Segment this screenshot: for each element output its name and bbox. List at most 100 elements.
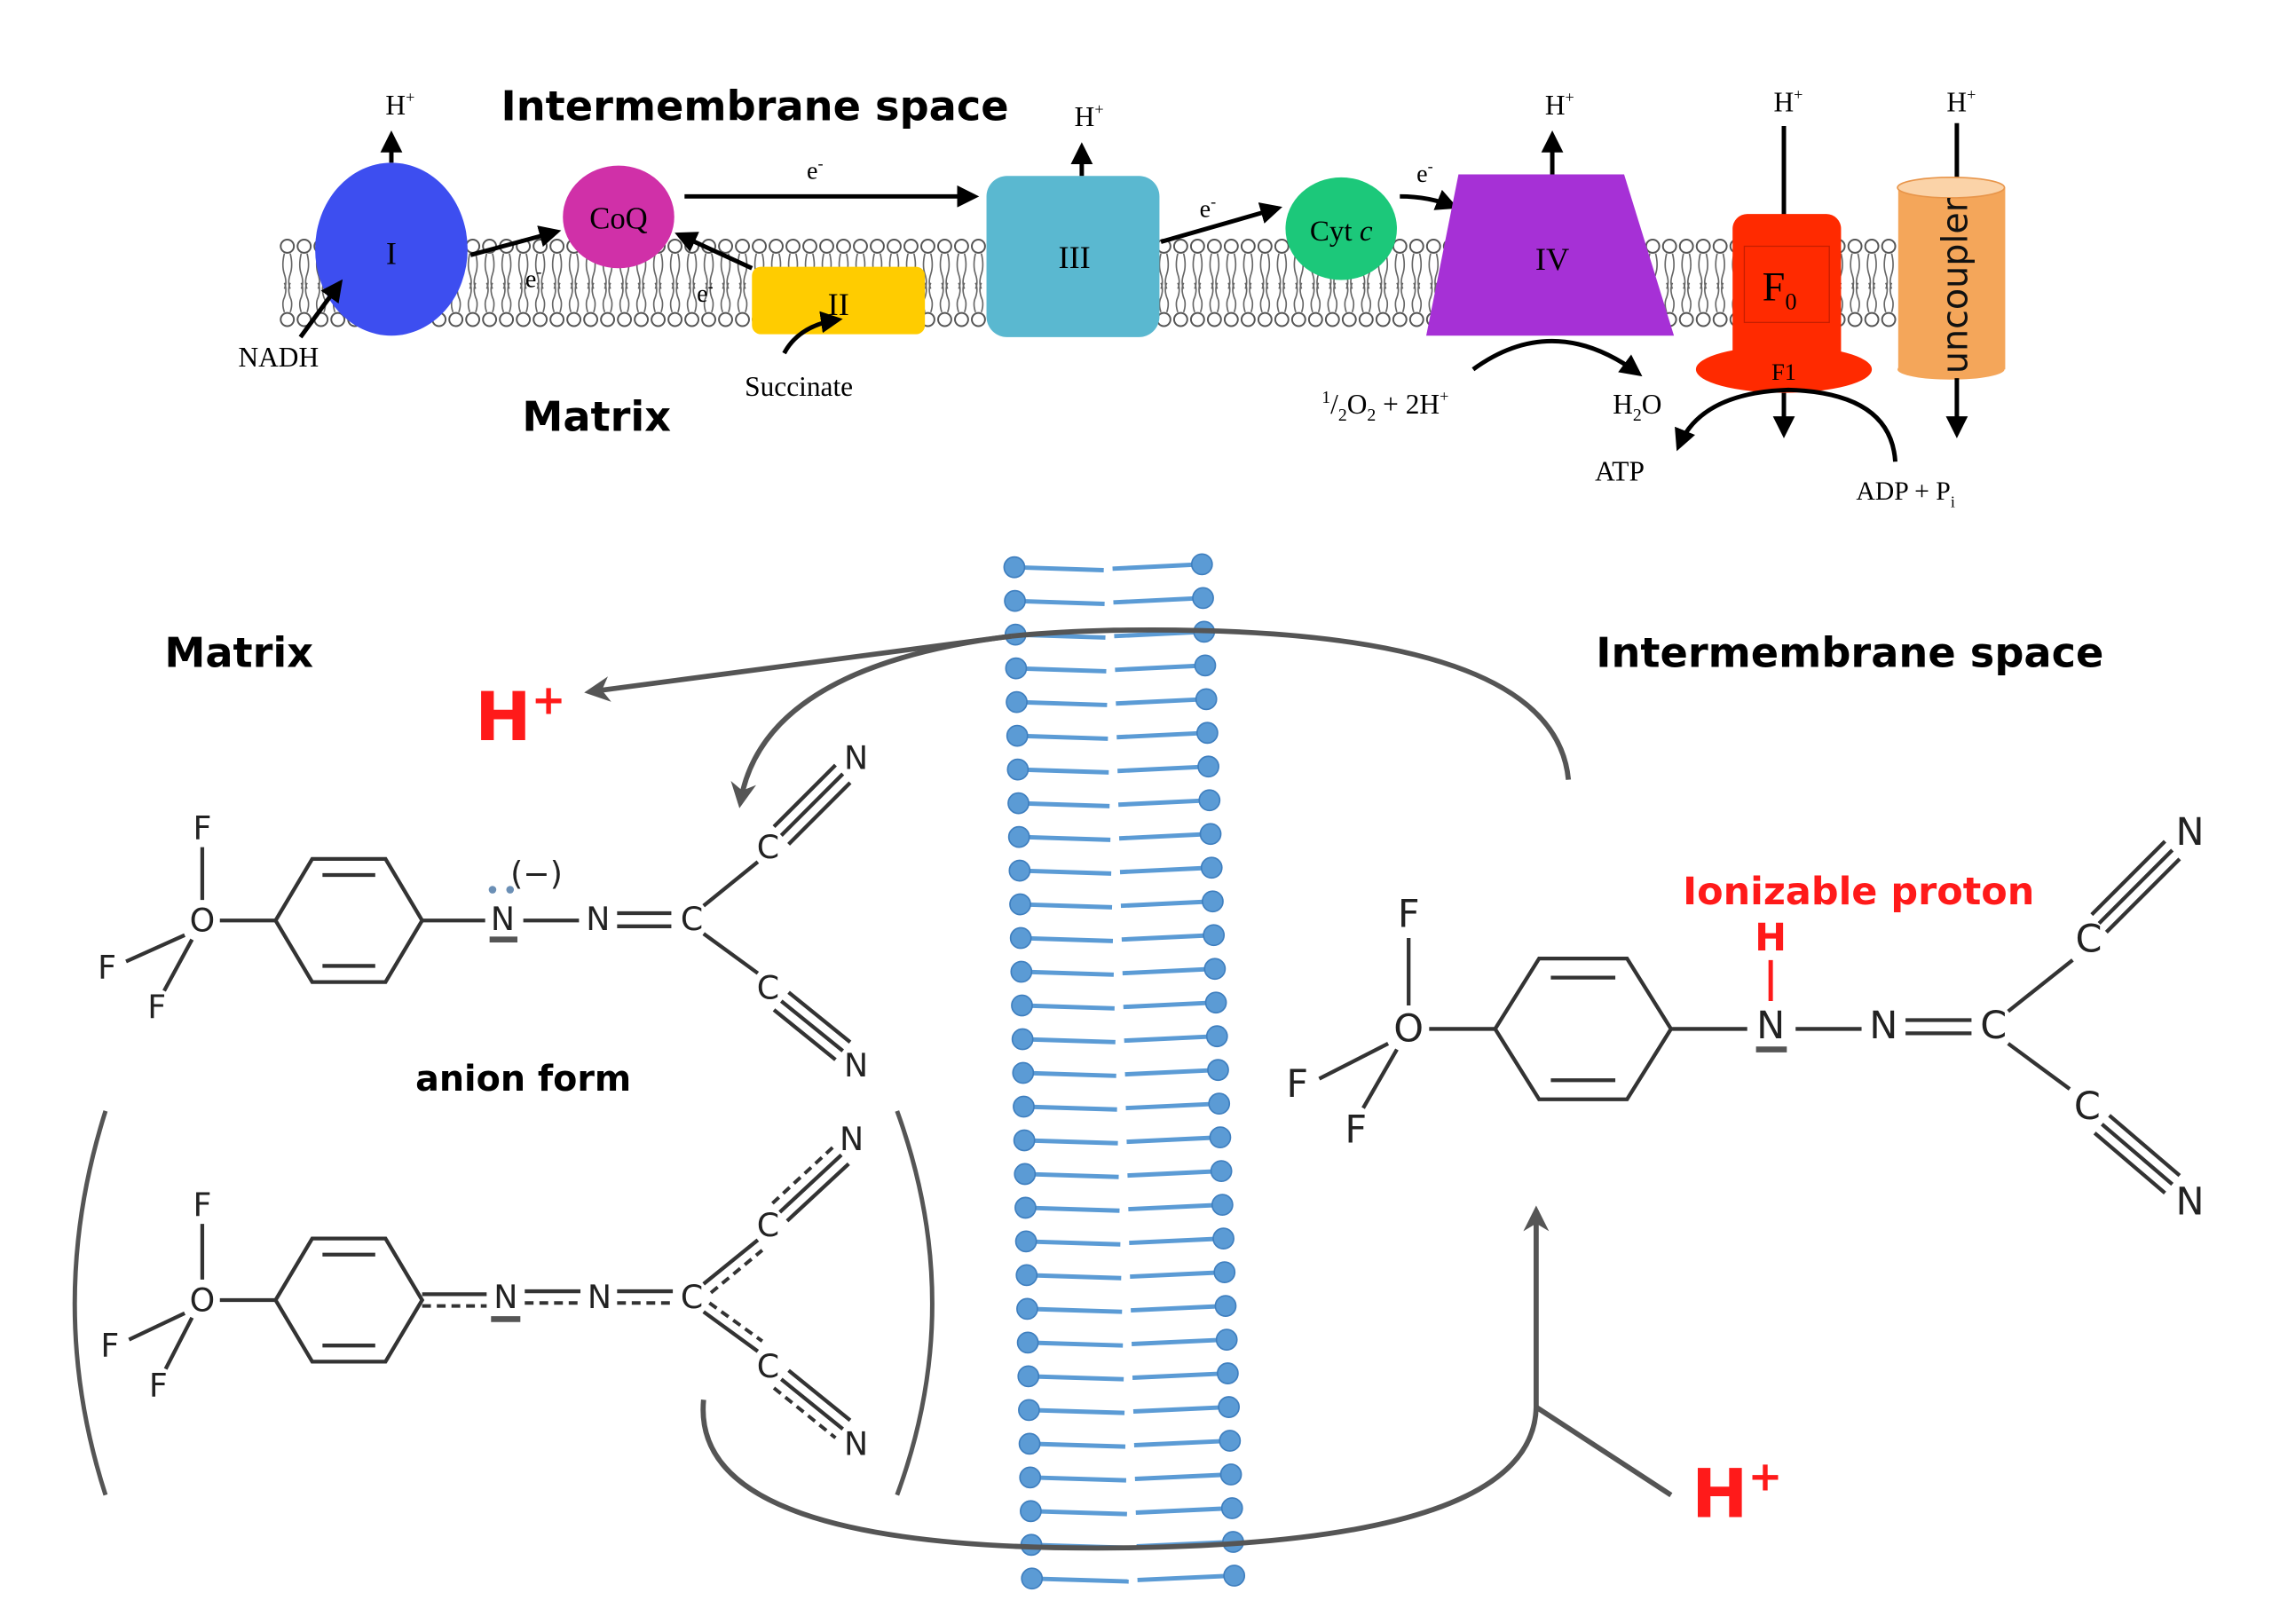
complex-i: I [315,162,468,336]
complex-iv: IV [1426,174,1675,336]
lipid-head [1290,311,1306,327]
h-plus-label-uncoupler: H+ [1946,85,1976,117]
svg-text:F: F [1345,1108,1367,1152]
svg-text:O: O [1393,1006,1424,1051]
svg-text:F: F [147,988,166,1026]
lipid-head [634,311,650,327]
complex-iii-label: III [1058,240,1090,275]
nadh-label: NADH [238,342,319,373]
svg-text:C: C [2074,1084,2101,1129]
lipid-tail [1664,282,1675,313]
f0-label: F0 [1763,265,1797,315]
svg-text:N: N [2175,1179,2204,1224]
lipid-head [1274,239,1290,254]
oxygen-reaction-label: 1/2O2 + 2H+ [1321,388,1448,425]
lipid-tail [1327,282,1338,313]
membrane-lipid-ladder [1003,553,1246,1590]
captured-proton-label: H+ [1692,1453,1782,1533]
lipid-head [1425,239,1441,254]
lipid-molecule [1020,1497,1243,1523]
h-plus-label-atp-synthase: H+ [1774,85,1803,117]
svg-text:C: C [681,1278,703,1316]
lipid-tail [1310,282,1321,313]
lipid-tail [467,282,478,313]
water-label: H2O [1613,389,1661,425]
atp-synthesis-arrow [1675,387,1898,462]
lipid-tail [1698,282,1708,313]
uncoupler-mechanism-panel: Matrix Intermembrane space H+ H+ [72,553,2205,1590]
electron-transport-chain-panel: Intermembrane space Matrix I H+ NADH CoQ… [238,82,2006,510]
svg-text:N: N [840,1120,864,1158]
lipid-tail [1394,282,1406,313]
svg-text:F: F [193,809,211,847]
lipid-molecule [1018,1430,1242,1455]
lipid-tail [298,282,310,313]
lipid-head [296,239,312,254]
coq-label: CoQ [589,201,648,236]
lipid-head [1408,239,1424,254]
electron-arrow-i-to-coq [469,225,562,257]
svg-text:F: F [193,1186,211,1224]
ionizable-proton-label: Ionizable proton [1683,870,2034,914]
lipid-head [769,239,784,254]
lipid-head [532,311,548,327]
svg-text:N: N [844,738,868,777]
lipid-head [1172,239,1188,254]
svg-text:F: F [149,1366,168,1404]
svg-text:N: N [491,900,515,938]
svg-text:N: N [844,1046,868,1084]
fccp-anion-molecule: F O F F N (−) N C C N C N [98,738,868,1084]
electron-label: e- [1200,193,1217,224]
lipid-head [566,311,582,327]
lipid-head [1189,311,1205,327]
lipid-molecule [1006,688,1218,713]
electron-arrow-ii-to-coq [674,232,753,271]
nadh-arrow [298,279,343,339]
lipid-tail [1377,282,1389,313]
svg-text:N: N [2175,810,2204,855]
lipid-head [465,311,481,327]
lipid-head [735,311,750,327]
lipid-molecule [1021,1565,1246,1590]
lipid-head [1695,239,1711,254]
matrix-label: Matrix [522,393,671,441]
svg-text:C: C [1980,1004,2007,1048]
lipid-tail [1850,282,1860,313]
lipid-tail [686,282,698,313]
lipid-tail [619,282,630,313]
intermembrane-space-label: Intermembrane space [1596,628,2103,676]
lipid-molecule [1014,1227,1235,1253]
lipid-head [448,311,464,327]
lipid-head [1661,239,1677,254]
right-bracket [895,1110,935,1496]
lipid-head [1392,239,1408,254]
lipid-head [1172,311,1188,327]
h-plus-label-complex-iv: H+ [1545,89,1574,121]
lipid-head [1375,311,1391,327]
ionizable-hydrogen: H [1755,916,1787,960]
lipid-head [1645,239,1661,254]
lipid-head [549,239,565,254]
lipid-molecule [1013,1092,1231,1118]
lipid-head [667,239,682,254]
proton-uptake-line [1534,1405,1673,1498]
lipid-molecule [1006,721,1219,747]
lipid-molecule [1011,991,1227,1017]
lipid-tail [1276,282,1288,313]
lipid-head [1206,239,1222,254]
svg-text:F: F [1398,893,1420,937]
svg-text:C: C [757,828,779,866]
lipid-head [1712,239,1728,254]
lipid-molecule [1005,654,1217,680]
electron-label: e- [807,154,824,185]
lipid-head [1712,311,1728,327]
anion-charge-label: (−) [510,855,563,893]
lipid-head [1240,311,1256,327]
coenzyme-q: CoQ [563,165,674,269]
lipid-tail [534,282,546,313]
electron-label: e- [697,278,714,309]
lipid-head [971,239,986,254]
svg-text:C: C [757,969,779,1007]
lipid-head [920,239,935,254]
lipid-tail [1866,282,1877,313]
